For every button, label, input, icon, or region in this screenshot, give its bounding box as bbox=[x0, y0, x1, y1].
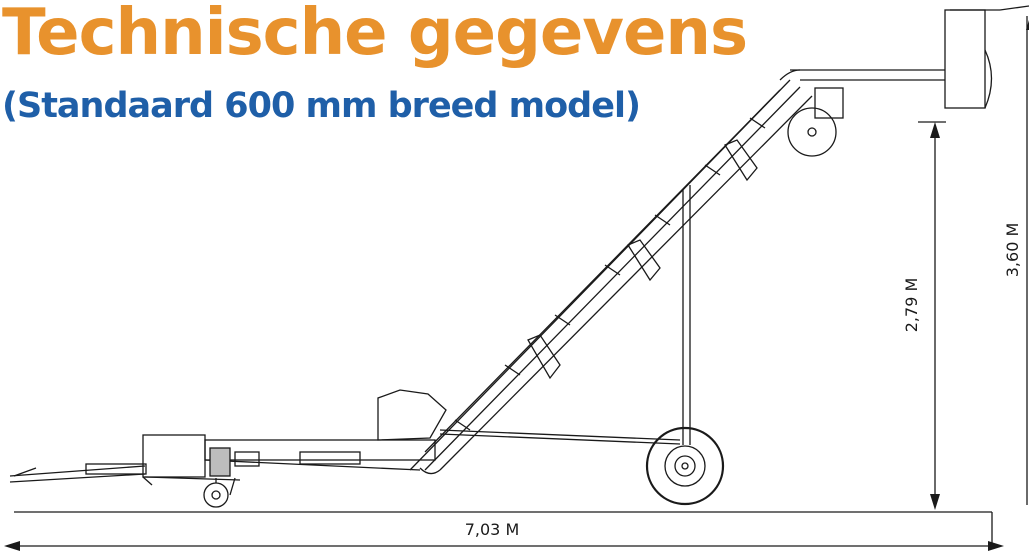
length-label: 7,03 M bbox=[465, 520, 520, 539]
page-title: Technische gegevens bbox=[2, 0, 748, 70]
total-height-label: 3,60 M bbox=[1003, 223, 1022, 278]
incline-frame bbox=[409, 79, 813, 475]
conveyor-machine bbox=[9, 9, 1000, 508]
tow-bar bbox=[9, 463, 147, 483]
head-section bbox=[779, 9, 1000, 157]
castor-wheel bbox=[203, 477, 236, 508]
page-subtitle: (Standaard 600 mm breed model) bbox=[2, 86, 641, 126]
support-frame bbox=[439, 185, 725, 506]
discharge-height-label: 2,79 M bbox=[902, 278, 921, 333]
main-wheel bbox=[645, 426, 725, 506]
chassis bbox=[142, 389, 447, 486]
dimension-lines bbox=[4, 5, 1029, 551]
dimension-labels: 7,03 M 2,79 M 3,60 M bbox=[465, 223, 1022, 539]
